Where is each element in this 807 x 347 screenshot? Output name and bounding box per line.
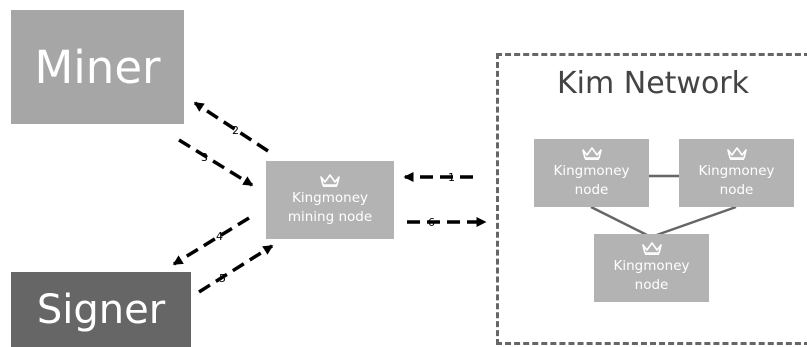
arrow-5: [198, 244, 274, 294]
miner-box: Miner: [11, 10, 184, 124]
arrow-4-label: 4: [216, 230, 223, 243]
arrow-5-label: 5: [219, 272, 226, 285]
mining-node-box: Kingmoney mining node: [266, 161, 394, 239]
arrow-3: [178, 138, 254, 187]
arrow-6-label: 6: [428, 216, 435, 229]
arrow-2-label: 2: [232, 124, 239, 137]
signer-box: Signer: [11, 272, 191, 347]
connector-node1-node3: [590, 205, 652, 239]
network-node-3-line2: node: [634, 276, 669, 293]
network-node-2: Kingmoney node: [679, 139, 794, 207]
miner-label: Miner: [34, 40, 161, 94]
network-node-3-line1: Kingmoney: [613, 257, 690, 274]
arrow-3-label: 3: [201, 151, 208, 164]
network-node-1-line1: Kingmoney: [553, 162, 630, 179]
crown-icon: [320, 173, 340, 187]
crown-icon: [726, 146, 747, 160]
crown-icon: [581, 146, 602, 160]
crown-icon: [641, 241, 662, 255]
network-node-1-line2: node: [574, 181, 609, 198]
mining-node-label-line2: mining node: [287, 208, 373, 225]
network-node-1: Kingmoney node: [534, 139, 649, 207]
mining-node-label-line1: Kingmoney: [292, 189, 368, 206]
network-node-3: Kingmoney node: [594, 234, 709, 302]
arrow-1-label: 1: [448, 171, 455, 184]
signer-label: Signer: [36, 286, 166, 333]
network-node-2-line1: Kingmoney: [698, 162, 775, 179]
network-title: Kim Network: [556, 66, 750, 101]
connector-node2-node3: [650, 205, 737, 239]
network-node-2-line2: node: [719, 181, 754, 198]
arrow-2: [193, 101, 269, 153]
arrow-4: [172, 216, 250, 266]
kim-network-frame: Kim Network: [496, 53, 807, 345]
